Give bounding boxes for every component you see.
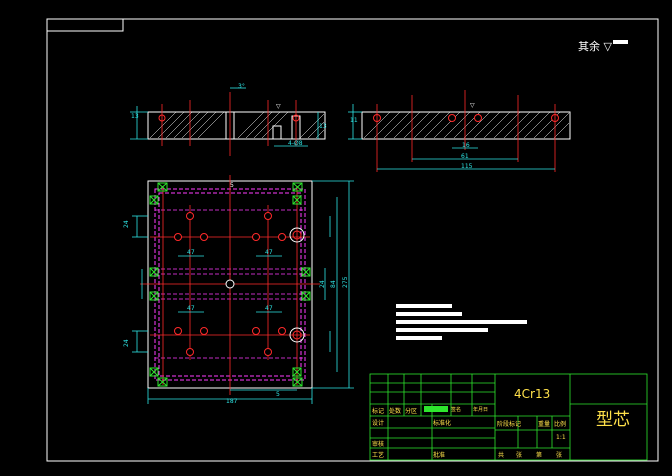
- svg-text:84: 84: [330, 280, 337, 288]
- tb-label: 张: [516, 452, 523, 459]
- tb-label: 审核: [372, 441, 385, 448]
- svg-text:47: 47: [187, 305, 195, 312]
- tb-label: 张: [556, 452, 563, 459]
- corner-label-box: [46, 18, 124, 32]
- tb-label: 重量: [538, 421, 551, 428]
- part-name: 型芯: [596, 410, 630, 430]
- tb-label: 标记: [372, 408, 385, 415]
- technical-requirements: [396, 304, 527, 340]
- svg-text:47: 47: [265, 305, 273, 312]
- dim-plan-5: 5: [276, 391, 280, 398]
- dim-right-61: 61: [461, 153, 469, 160]
- svg-text:5: 5: [230, 182, 234, 189]
- dim-right-115: 115: [461, 163, 473, 170]
- svg-text:47: 47: [265, 249, 273, 256]
- tb-label: 第: [536, 452, 543, 459]
- dim-top-h: 13: [319, 123, 327, 130]
- tb-label: 处数: [389, 408, 402, 415]
- svg-text:13: 13: [131, 113, 139, 120]
- svg-text:24: 24: [123, 339, 130, 347]
- tb-label: 标准化: [433, 420, 452, 427]
- svg-text:▽: ▽: [470, 102, 475, 109]
- material-label: 4Cr13: [514, 387, 551, 401]
- dim-plan-w: 187: [226, 398, 238, 405]
- roughness-note: 其余 ▽: [578, 40, 612, 53]
- tb-label: 工艺: [372, 452, 385, 459]
- roughness-symbol: [613, 40, 628, 44]
- tb-label: 比例: [554, 421, 567, 428]
- title-block-highlight: [424, 406, 448, 412]
- dim-right-16: 16: [462, 142, 470, 149]
- tb-label: 共: [498, 452, 505, 459]
- title-block: [369, 373, 648, 461]
- svg-text:24: 24: [123, 220, 130, 228]
- dim-right-h: 11: [350, 117, 358, 124]
- left-section-view: 13 13 3° 4-Ø8 ▽: [130, 83, 327, 156]
- tb-label: 年月日: [473, 407, 489, 413]
- tb-label: 阶段标记: [497, 421, 522, 428]
- tb-label: 签名: [451, 407, 462, 413]
- dim-holes: 4-Ø8: [288, 140, 303, 147]
- right-section-view: 11 16 61 115 ▽: [348, 90, 571, 172]
- dim-angle: 3°: [238, 83, 245, 90]
- svg-text:▽: ▽: [276, 103, 281, 110]
- dim-plan-47: 47: [187, 249, 195, 256]
- dim-plan-len: 275: [342, 276, 349, 288]
- tb-scale: 1:1: [556, 434, 566, 441]
- tb-label: 批准: [433, 452, 446, 459]
- drawing-border: [46, 18, 659, 462]
- plan-view: 187 5 275 84 24 24 24 47 47 47 47 5: [123, 175, 354, 405]
- tb-label: 设计: [372, 420, 385, 427]
- tb-label: 分区: [405, 408, 418, 415]
- svg-text:24: 24: [319, 280, 326, 288]
